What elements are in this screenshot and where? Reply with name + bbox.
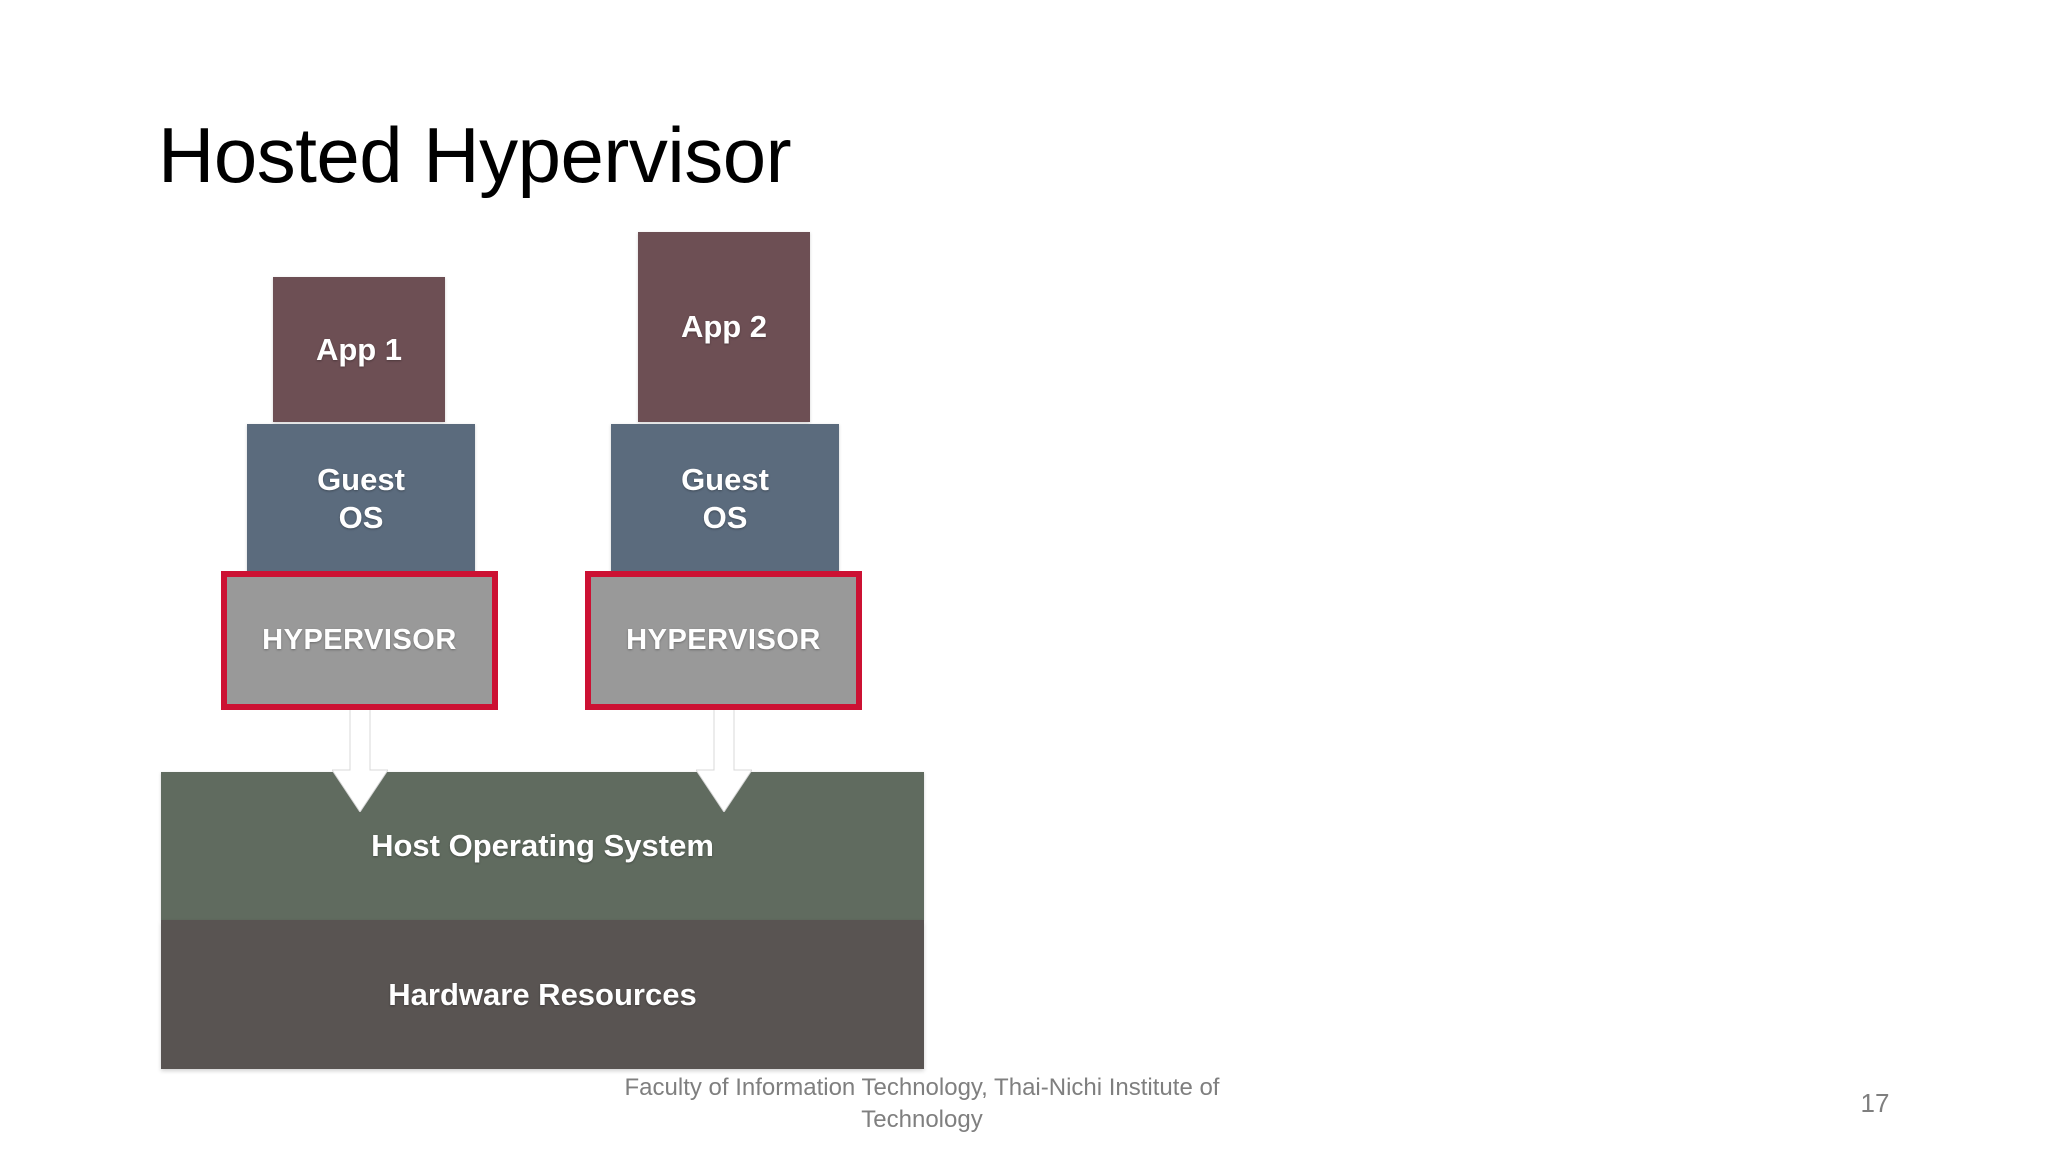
app-2-box: App 2 <box>638 232 810 422</box>
app-1-box: App 1 <box>273 277 445 422</box>
hardware-resources-band: Hardware Resources <box>161 920 924 1069</box>
guest-os-1-label-line1: Guest <box>317 461 405 497</box>
hypervisor-1-box: HYPERVISOR <box>221 571 498 710</box>
guest-os-2-label-line1: Guest <box>681 461 769 497</box>
hypervisor-2-box: HYPERVISOR <box>585 571 862 710</box>
guest-os-1-label-line2: OS <box>338 499 384 535</box>
page-number: 17 <box>1860 1088 1890 1118</box>
page-title: Hosted Hypervisor <box>158 111 792 199</box>
slide-footer: Faculty of Information Technology, Thai-… <box>624 1074 1220 1133</box>
guest-os-1-box: Guest OS <box>247 424 475 573</box>
host-operating-system-band: Host Operating System <box>161 772 924 920</box>
guest-os-2-label-line2: OS <box>702 499 748 535</box>
guest-os-2-box: Guest OS <box>611 424 839 573</box>
